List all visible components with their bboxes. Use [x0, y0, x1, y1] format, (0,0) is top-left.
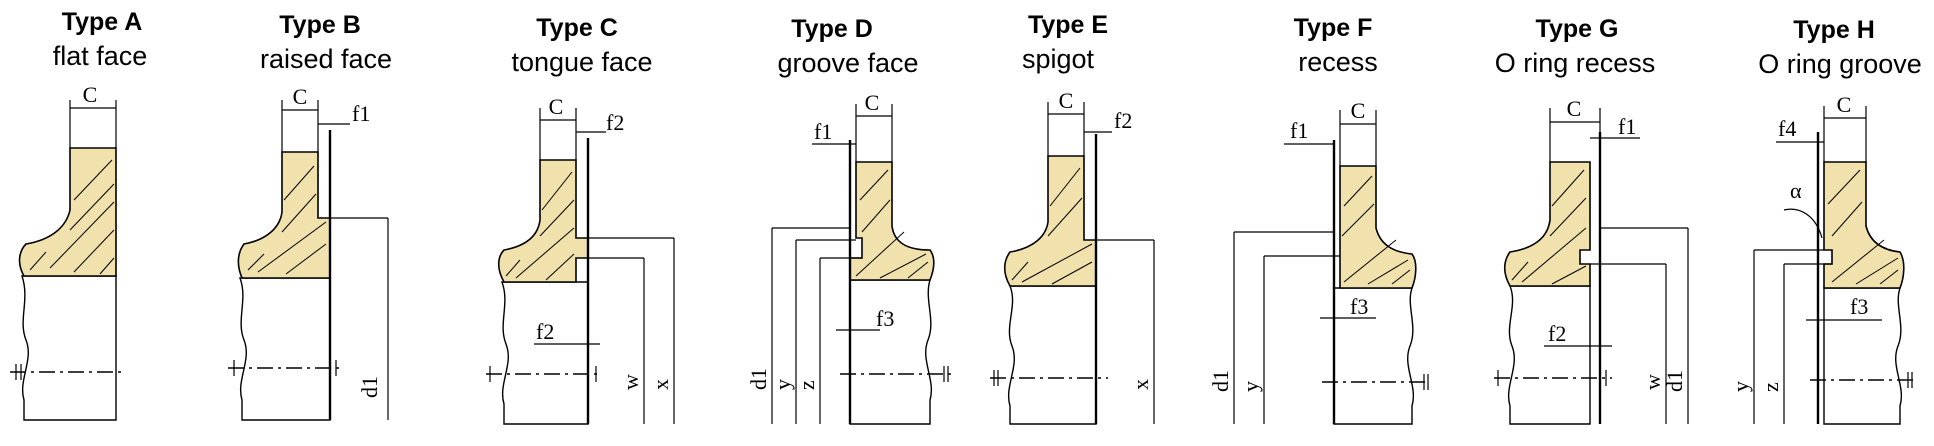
type-d-flange-section	[849, 161, 935, 281]
type-e-hatching	[1011, 167, 1093, 285]
type-e-pipe-body	[1008, 285, 1097, 425]
type-c-label-c: C	[549, 94, 564, 119]
type-g-title: Type G	[1536, 15, 1619, 43]
type-d-subtitle: groove face	[777, 48, 918, 78]
type-b-hatching	[247, 165, 327, 275]
type-c-subtitle: tongue face	[511, 47, 652, 77]
type-g-pipe-body	[1508, 285, 1591, 425]
type-b-flange-section	[237, 151, 331, 279]
type-h-pipe-body	[1823, 287, 1902, 425]
type-h-label-y: y	[1728, 381, 1753, 392]
type-g-label-d1: d1	[1662, 370, 1687, 392]
type-g-label-w: w	[1640, 374, 1665, 390]
type-f-label-f3: f3	[1350, 294, 1368, 319]
type-e-flange-section	[1003, 155, 1097, 287]
type-f-title: Type F	[1294, 14, 1373, 42]
type-g-flange-section	[1503, 161, 1591, 287]
type-b-label-d1: d1	[357, 376, 382, 398]
type-h-label-f4: f4	[1778, 116, 1796, 141]
type-f-label-c: C	[1351, 98, 1366, 123]
type-e-title: Type E	[1028, 11, 1108, 39]
type-f-flange-section	[1339, 165, 1417, 289]
type-f-pipe-body	[1333, 287, 1414, 425]
type-h-flange-section	[1823, 161, 1905, 289]
type-e-label-c: C	[1059, 88, 1074, 113]
type-h-subtitle: O ring groove	[1758, 49, 1922, 79]
type-d-title: Type D	[791, 15, 873, 43]
type-d-pipe-body	[849, 279, 932, 425]
type-f-subtitle: recess	[1298, 47, 1378, 77]
type-g-panel: Type G O ring recess C f1 f2 w d1	[1494, 15, 1689, 425]
type-g-label-f1: f1	[1618, 114, 1636, 139]
type-b-label-c: C	[293, 84, 308, 109]
type-a-title: Type A	[62, 8, 143, 36]
type-h-label-f3: f3	[1850, 294, 1868, 319]
type-c-title: Type C	[536, 14, 618, 42]
type-f-label-f1: f1	[1290, 118, 1308, 143]
type-d-label-z: z	[794, 380, 819, 390]
type-g-hatching	[1511, 169, 1587, 285]
type-e-label-x: x	[1128, 379, 1153, 390]
type-f-hatching	[1341, 175, 1411, 285]
type-g-label-f2: f2	[1548, 321, 1566, 346]
type-e-subtitle: spigot	[1022, 44, 1095, 74]
type-h-label-z: z	[1758, 382, 1783, 392]
type-d-label-f3: f3	[876, 306, 894, 331]
type-a-label-c: C	[83, 82, 98, 107]
type-b-title: Type B	[279, 11, 361, 39]
type-a-subtitle: flat face	[53, 41, 148, 71]
type-c-panel: Type C tongue face C f2 f2 w x	[486, 14, 675, 425]
type-g-subtitle: O ring recess	[1495, 48, 1656, 78]
type-a-panel: Type A flat face C	[10, 8, 148, 421]
type-d-hatching	[855, 169, 929, 279]
type-c-label-w: w	[618, 374, 643, 390]
type-a-flange-section	[18, 147, 117, 277]
type-b-panel: Type B raised face C f1 d1	[228, 11, 392, 421]
type-b-subtitle: raised face	[260, 44, 392, 74]
type-h-title: Type H	[1793, 16, 1875, 44]
type-f-label-d1: d1	[1208, 370, 1233, 392]
type-h-panel: Type H O ring groove C f4 α f3 y z	[1728, 16, 1922, 425]
type-h-angle-arc	[1783, 208, 1823, 239]
type-h-label-alpha: α	[1790, 178, 1802, 203]
type-c-pipe-body	[501, 281, 589, 425]
type-d-label-f1: f1	[814, 119, 832, 144]
type-b-label-f1: f1	[352, 101, 370, 126]
type-c-hatching	[505, 171, 575, 281]
type-h-label-c: C	[1837, 92, 1852, 117]
type-a-pipe-body	[21, 275, 117, 421]
type-e-label-f2: f2	[1114, 108, 1132, 133]
type-d-panel: Type D groove face C f1 f3 d1 y z	[746, 15, 952, 425]
type-d-label-d1: d1	[746, 368, 771, 390]
type-c-flange-section	[497, 159, 589, 283]
type-g-label-c: C	[1567, 96, 1582, 121]
type-a-hatching	[29, 159, 115, 275]
type-d-label-c: C	[865, 90, 880, 115]
type-c-label-f2-bottom: f2	[536, 319, 554, 344]
type-h-hatching	[1827, 169, 1899, 285]
type-c-label-f2-top: f2	[606, 110, 624, 135]
type-b-pipe-body	[239, 277, 331, 421]
type-e-panel: Type E spigot C f2 x	[990, 11, 1155, 425]
type-f-label-y: y	[1238, 381, 1263, 392]
type-d-label-y: y	[770, 379, 795, 390]
type-f-panel: Type F recess C f1 f3 d1 y	[1208, 14, 1430, 425]
type-c-label-x: x	[648, 379, 673, 390]
